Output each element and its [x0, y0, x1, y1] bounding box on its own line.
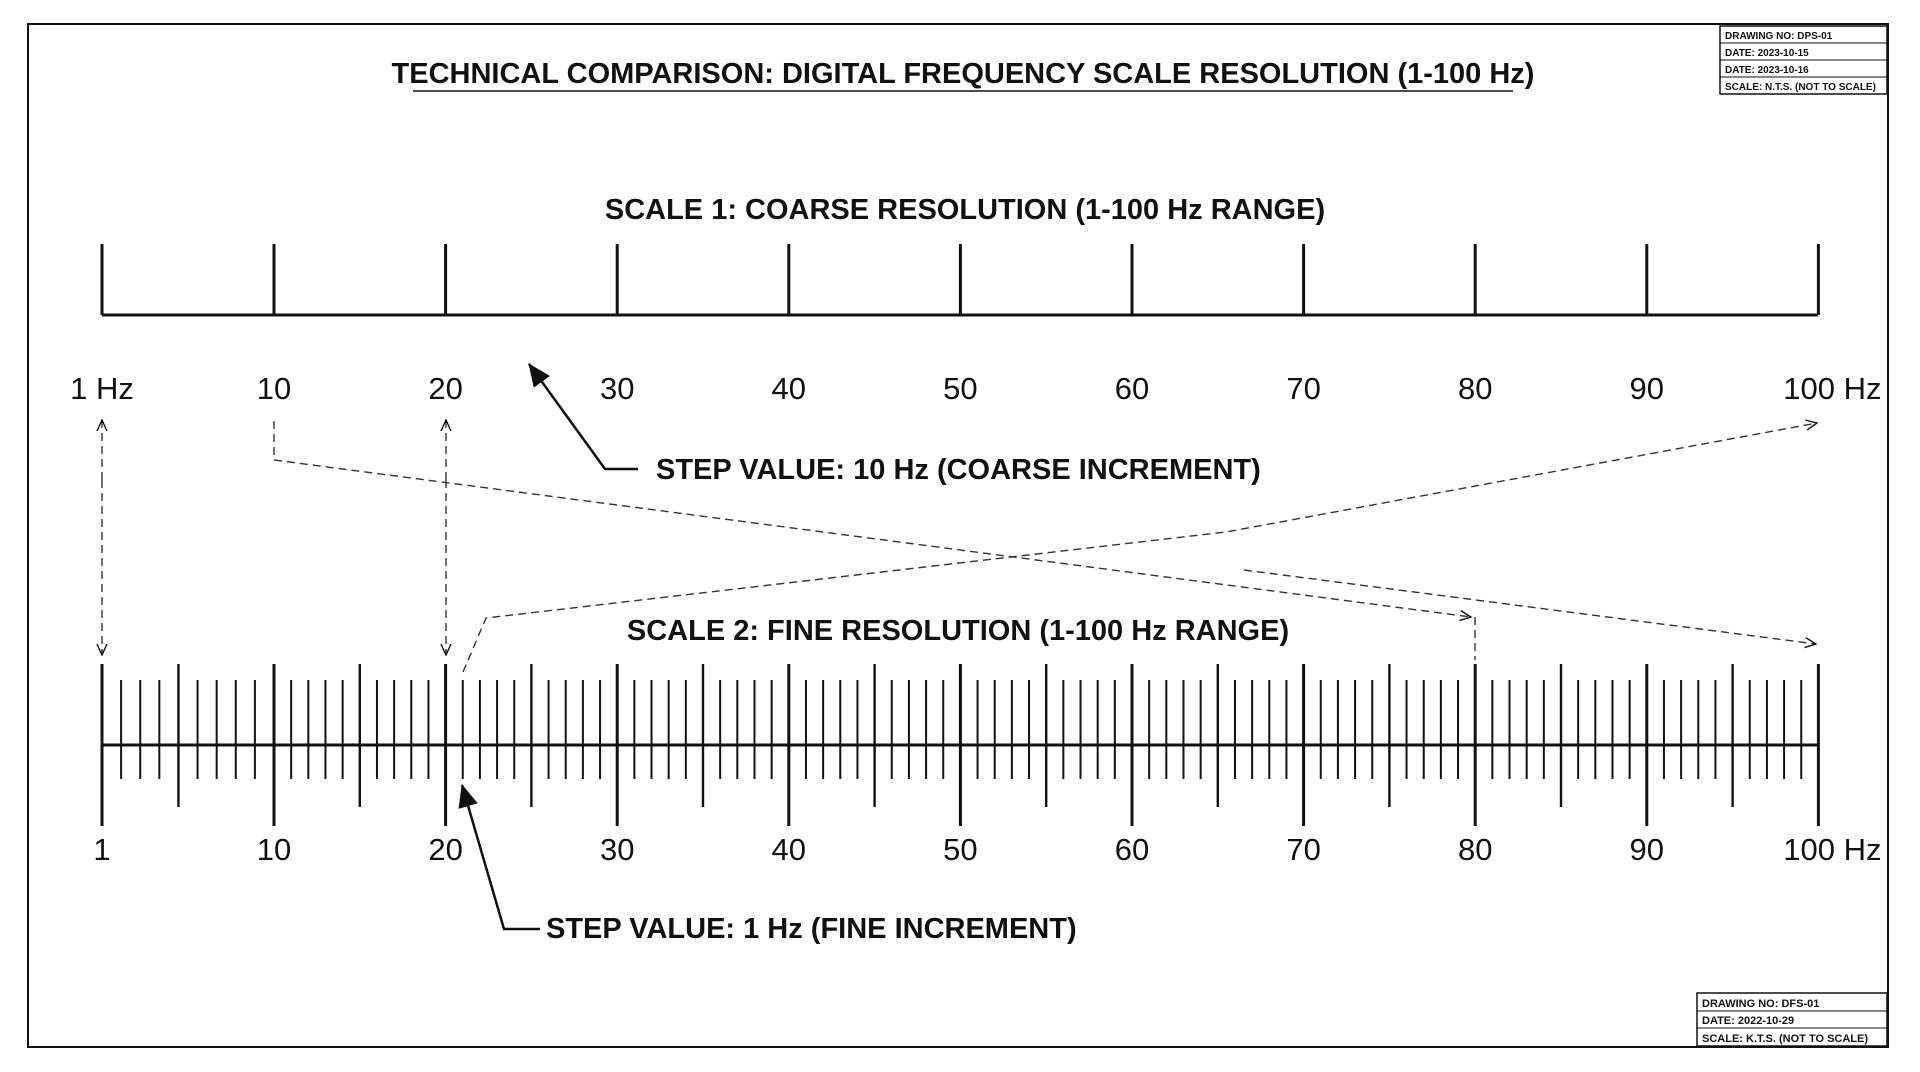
scale1-tick-label: 80: [1458, 371, 1492, 406]
scale1-heading: SCALE 1: COARSE RESOLUTION (1-100 Hz RAN…: [605, 194, 1325, 226]
scale1-tick-label: 100 Hz: [1783, 371, 1881, 406]
scale1-callout-leader: [527, 363, 638, 471]
scale2-tick-label: 50: [943, 832, 977, 867]
scale2-tick-label: 90: [1630, 832, 1664, 867]
title-block-top-row: SCALE: N.T.S. (NOT TO SCALE): [1725, 82, 1876, 93]
scale2-tick-label: 20: [428, 832, 462, 867]
scale1-step-callout: STEP VALUE: 10 Hz (COARSE INCREMENT): [656, 454, 1261, 486]
scale2-tick-labels: 1 10 20 30 40 50 60 70 80 90 100 Hz: [93, 832, 1881, 867]
scale1-tick-label: 70: [1286, 371, 1320, 406]
title-block-top-row: DATE: 2023-10-16: [1725, 65, 1809, 76]
title-block-top-row: DATE: 2023-10-15: [1725, 48, 1809, 59]
scale1-tick-label: 50: [943, 371, 977, 406]
scale1-tick-label: 40: [772, 371, 806, 406]
scale1-tick-label: 10: [257, 371, 291, 406]
scale2-tick-label: 30: [600, 832, 634, 867]
title-block-bottom-row: DRAWING NO: DFS-01: [1702, 998, 1819, 1010]
scale2-tick-label: 1: [93, 832, 110, 867]
link-right-arrow: [1243, 569, 1816, 644]
scale2-tick-label: 40: [772, 832, 806, 867]
scale1-ruler: [100, 244, 1820, 317]
scale2-tick-label: 80: [1458, 832, 1492, 867]
scale2-ruler: [100, 664, 1820, 826]
scale2-tick-label: 60: [1115, 832, 1149, 867]
scale1-tick-label: 20: [428, 371, 462, 406]
sheet-border: [27, 23, 1889, 1048]
title-block-top-row: DRAWING NO: DPS-01: [1725, 31, 1833, 42]
title-block-bottom: DRAWING NO: DFS-01 DATE: 2022-10-29 SCAL…: [1696, 992, 1888, 1047]
scale2-tick-label: 100 Hz: [1783, 832, 1881, 867]
scale1-tick-label: 60: [1115, 371, 1149, 406]
scale2-tick-label: 10: [257, 832, 291, 867]
drawing-title: TECHNICAL COMPARISON: DIGITAL FREQUENCY …: [392, 58, 1535, 90]
scale2-step-callout: STEP VALUE: 1 Hz (FINE INCREMENT): [546, 913, 1077, 945]
scale1-tick-labels: 1 Hz 10 20 30 40 50 60 70 80 90 100 Hz: [70, 371, 1881, 406]
link-20hz-to-100hz: [462, 423, 1817, 673]
scale2-tick-label: 70: [1286, 832, 1320, 867]
scale2-heading: SCALE 2: FINE RESOLUTION (1-100 Hz RANGE…: [627, 615, 1289, 647]
title-block-bottom-row: SCALE: K.T.S. (NOT TO SCALE): [1702, 1033, 1868, 1045]
link-10hz-to-80hz: [273, 421, 1471, 617]
scale1-tick-label: 30: [600, 371, 634, 406]
title-block-bottom-row: DATE: 2022-10-29: [1702, 1015, 1794, 1027]
scale2-callout-leader: [458, 784, 540, 931]
scale1-tick-label: 1 Hz: [70, 371, 134, 406]
title-block-top: DRAWING NO: DPS-01 DATE: 2023-10-15 DATE…: [1719, 25, 1888, 95]
correspondence-lines: [102, 420, 1817, 673]
scale1-tick-label: 90: [1630, 371, 1664, 406]
